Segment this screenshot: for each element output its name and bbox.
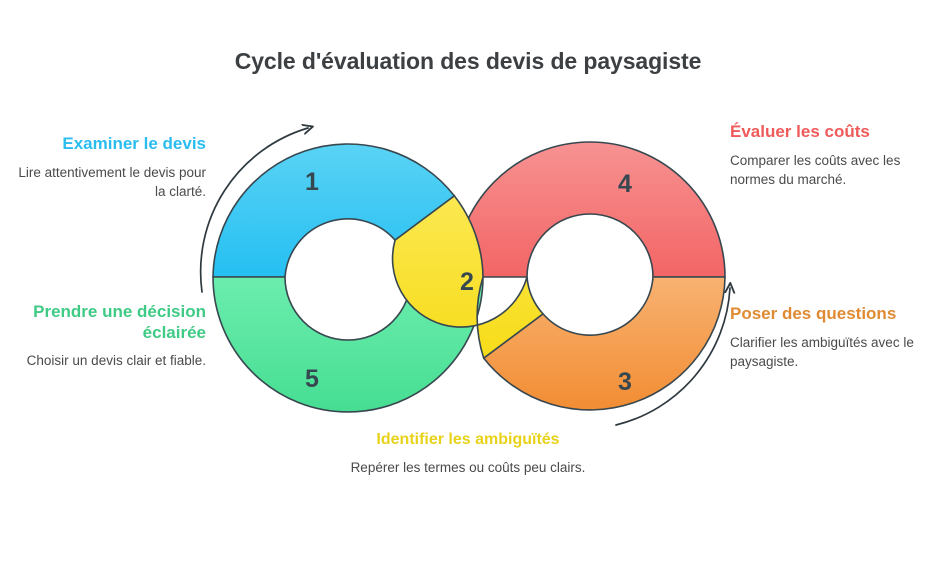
label-step-1-description: Lire attentivement le devis pour la clar… bbox=[18, 164, 206, 199]
label-step-4-description: Comparer les coûts avec les normes du ma… bbox=[730, 152, 901, 187]
segment-2-yellow[interactable] bbox=[391, 195, 544, 359]
right-ring bbox=[454, 141, 726, 411]
segment-number-4: 4 bbox=[618, 170, 632, 198]
label-step-3-description: Clarifier les ambiguïtés avec le paysagi… bbox=[730, 334, 914, 369]
label-step-5-description: Choisir un devis clair et fiable. bbox=[26, 353, 206, 369]
segment-number-3: 3 bbox=[618, 368, 632, 396]
segment-3-orange[interactable] bbox=[482, 276, 726, 411]
segment-number-5: 5 bbox=[305, 365, 319, 393]
label-step-2: Identifier les ambiguïtés Repérer les te… bbox=[348, 430, 588, 477]
label-step-1-heading: Examiner le devis bbox=[62, 134, 206, 153]
segment-2-group bbox=[391, 195, 544, 359]
label-step-1: Examiner le devis Lire attentivement le … bbox=[10, 134, 206, 201]
label-step-5: Prendre une décision éclairée Choisir un… bbox=[10, 302, 206, 371]
label-step-4-heading: Évaluer les coûts bbox=[730, 122, 870, 141]
label-step-4: Évaluer les coûts Comparer les coûts ave… bbox=[730, 122, 930, 189]
page-title: Cycle d'évaluation des devis de paysagis… bbox=[234, 48, 702, 74]
label-step-3-heading: Poser des questions bbox=[730, 304, 897, 323]
label-step-2-description: Repérer les termes ou coûts peu clairs. bbox=[350, 459, 586, 475]
segment-number-1: 1 bbox=[305, 168, 319, 196]
label-step-2-heading: Identifier les ambiguïtés bbox=[376, 431, 560, 448]
counterclockwise-flow-arrow-left bbox=[199, 128, 308, 293]
label-step-3: Poser des questions Clarifier les ambigu… bbox=[730, 304, 930, 371]
segment-4-red[interactable] bbox=[454, 141, 726, 278]
label-step-5-heading: Prendre une décision éclairée bbox=[33, 302, 206, 342]
clockwise-flow-arrow-right bbox=[615, 288, 730, 426]
segment-number-2: 2 bbox=[460, 268, 474, 296]
segment-1-blue[interactable] bbox=[212, 143, 456, 278]
